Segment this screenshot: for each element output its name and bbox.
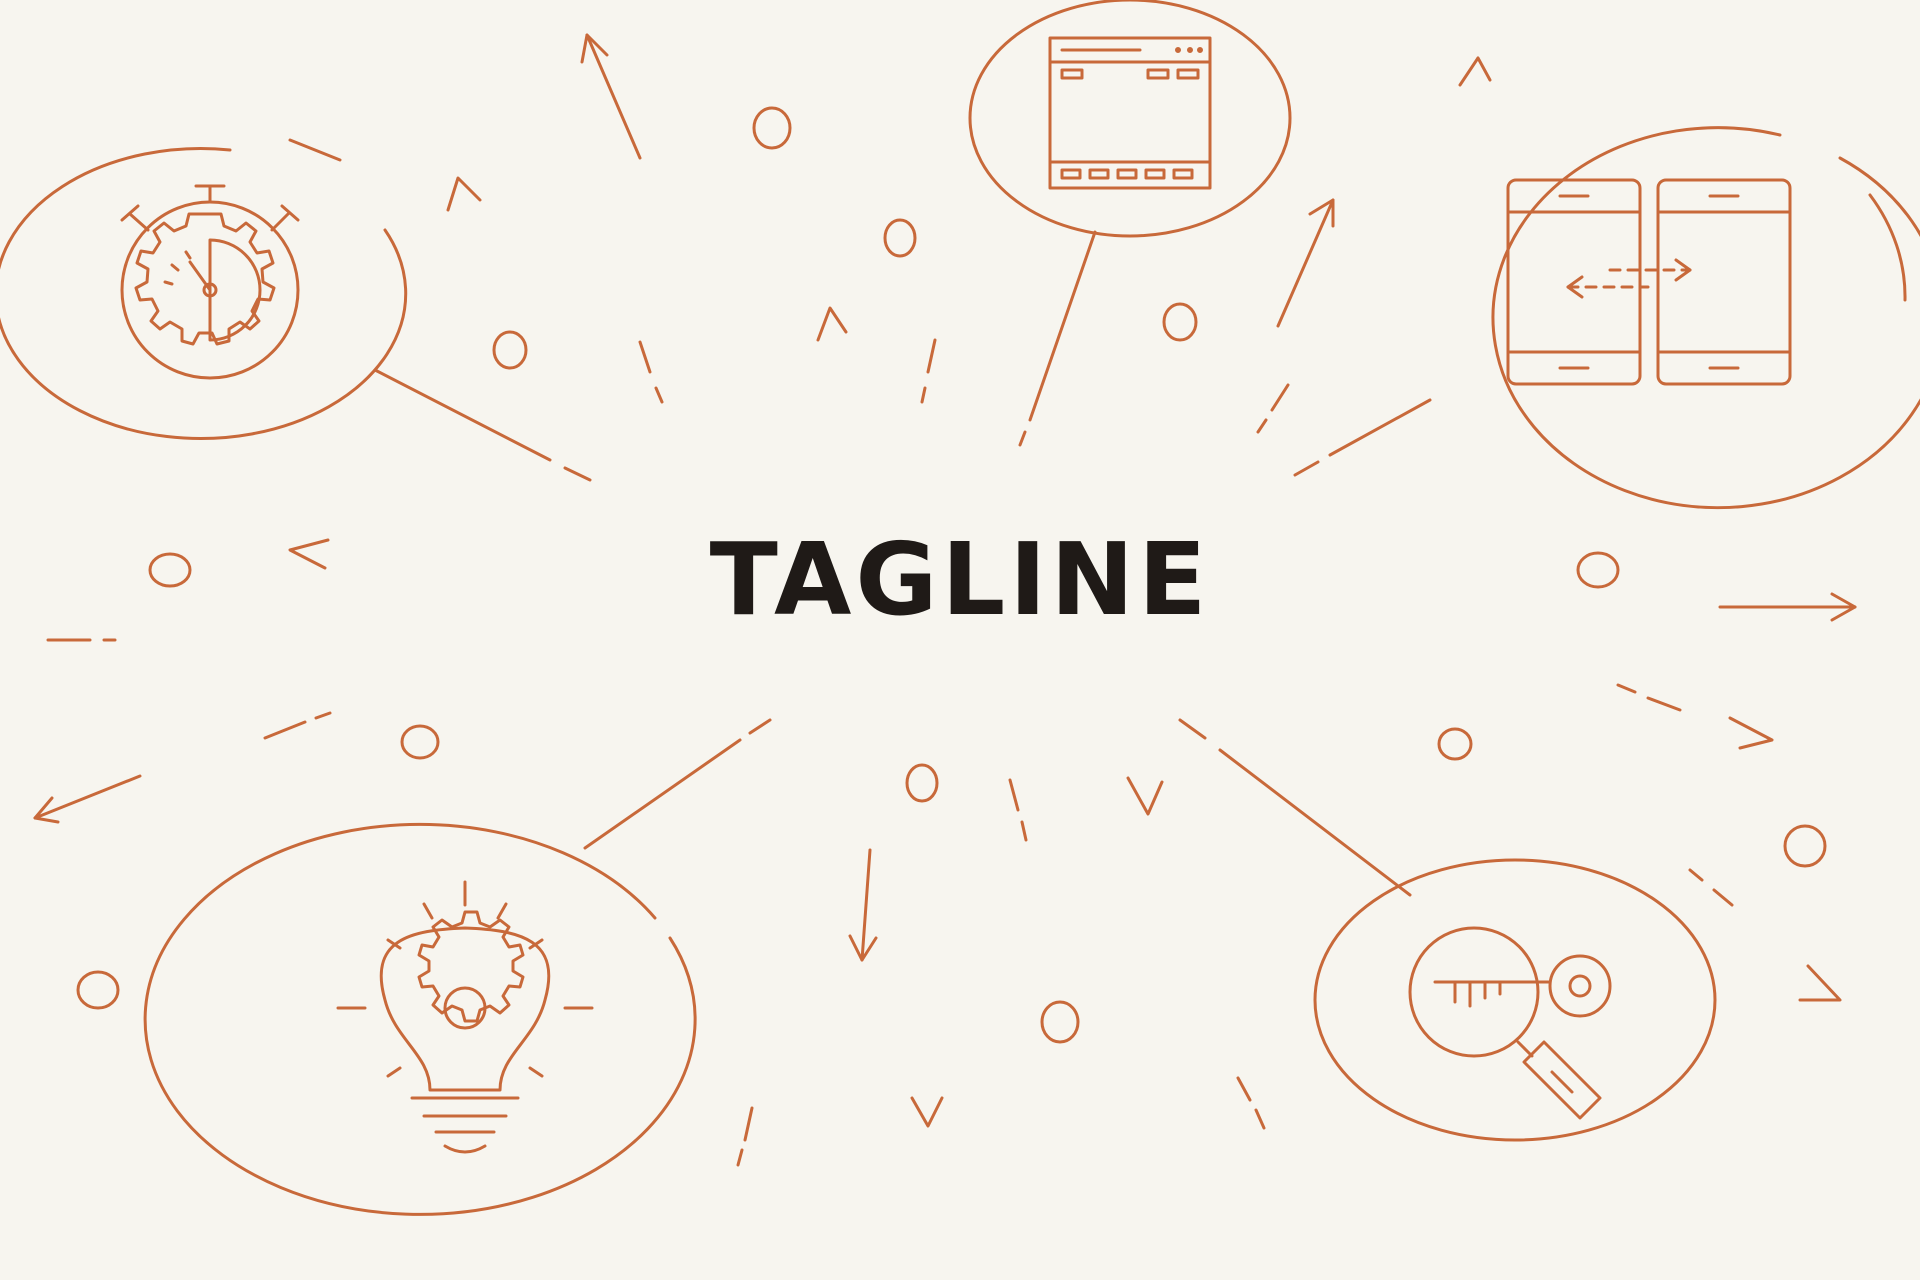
key-search-icon xyxy=(1408,926,1612,1120)
decorative-dashes xyxy=(46,338,1734,1167)
phone-sync-bubble xyxy=(1491,126,1920,510)
browser-window-bubble xyxy=(968,0,1292,238)
stopwatch-gear-bubble xyxy=(0,138,408,441)
bubble-outline xyxy=(968,0,1292,238)
headline-text: TAGLINE xyxy=(709,521,1211,638)
connectors xyxy=(373,230,1432,897)
bubble-outline xyxy=(1491,126,1920,510)
stopwatch-gear-icon xyxy=(120,184,300,380)
bubble-outline xyxy=(0,147,408,441)
decorative-circles xyxy=(76,106,1827,1044)
bubble-outline xyxy=(288,138,342,162)
browser-window-icon xyxy=(1048,36,1212,190)
decorative-chevrons xyxy=(288,56,1842,1128)
key-search-bubble xyxy=(1313,858,1717,1142)
decorative-arrows xyxy=(33,33,1857,962)
lightbulb-gear-icon xyxy=(336,880,594,1154)
phone-sync-icon xyxy=(1506,178,1792,386)
lightbulb-gear-bubble xyxy=(143,822,697,1216)
bubble-outline xyxy=(143,822,697,1216)
bubble-outline xyxy=(1313,858,1717,1142)
bubble-outline xyxy=(1868,193,1907,302)
